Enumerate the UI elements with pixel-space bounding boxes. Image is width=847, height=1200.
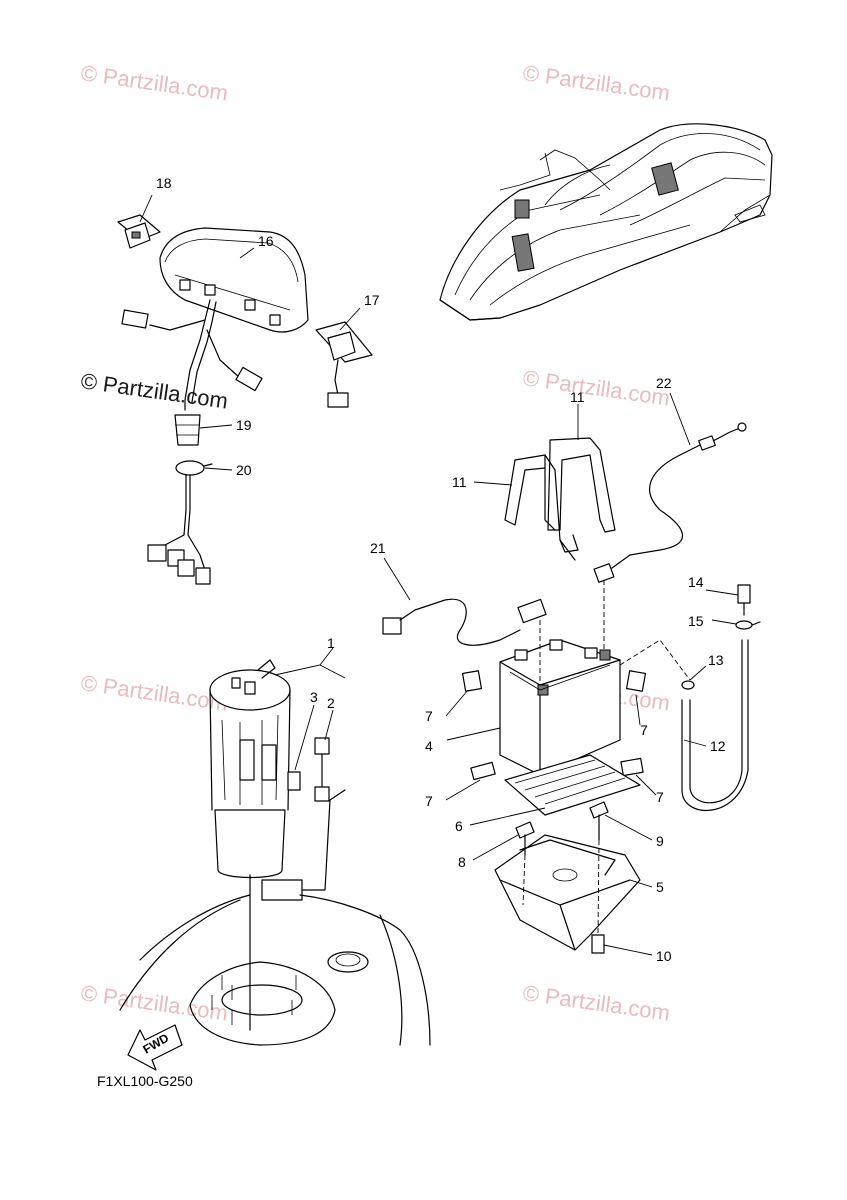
fuel-tank bbox=[119, 894, 431, 1046]
switch-part-17 bbox=[315, 321, 373, 408]
callout-9: 9 bbox=[656, 833, 664, 849]
callout-6: 6 bbox=[455, 818, 463, 834]
callout-7c: 7 bbox=[425, 793, 433, 809]
callout-5: 5 bbox=[656, 879, 664, 895]
callout-10: 10 bbox=[656, 948, 672, 964]
callout-13: 13 bbox=[708, 652, 724, 668]
battery bbox=[499, 639, 621, 776]
diagram-code: F1XL100-G250 bbox=[97, 1073, 193, 1089]
meter-assembly bbox=[121, 227, 309, 411]
grommet-clamp-harness bbox=[147, 414, 213, 585]
callout-20: 20 bbox=[236, 462, 252, 478]
callout-17: 17 bbox=[364, 292, 380, 308]
watermark: © Partzilla.com bbox=[521, 60, 671, 105]
watermark: © Partzilla.com bbox=[79, 670, 229, 715]
watermark: © Partzilla.com bbox=[521, 365, 671, 410]
callout-11a: 11 bbox=[570, 389, 585, 405]
sensor-hose-group bbox=[681, 584, 761, 812]
fuel-pump-assembly bbox=[209, 659, 346, 1031]
callout-15: 15 bbox=[688, 613, 704, 629]
callout-1: 1 bbox=[327, 635, 335, 651]
battery-pads bbox=[461, 670, 647, 781]
watermark: © Partzilla.com bbox=[79, 980, 229, 1025]
watermark: © Partzilla.com bbox=[521, 980, 671, 1025]
battery-mat bbox=[504, 754, 641, 816]
callout-16: 16 bbox=[258, 233, 274, 249]
callout-14: 14 bbox=[688, 574, 704, 590]
callout-3: 3 bbox=[310, 689, 318, 705]
cable-22 bbox=[593, 422, 747, 583]
watermark-dark: © Partzilla.com bbox=[79, 368, 229, 413]
callout-22: 22 bbox=[656, 375, 672, 391]
callout-8: 8 bbox=[458, 854, 466, 870]
callout-numbers: 18 16 17 19 20 11 11 22 21 1 3 2 14 15 1… bbox=[156, 175, 726, 964]
callout-4: 4 bbox=[425, 738, 433, 754]
callout-18: 18 bbox=[156, 175, 172, 191]
bolts bbox=[515, 801, 609, 856]
battery-box bbox=[494, 834, 641, 954]
watercraft-illustration bbox=[439, 123, 773, 321]
callout-11b: 11 bbox=[452, 474, 467, 490]
callout-12: 12 bbox=[710, 738, 726, 754]
fwd-arrow: FWD bbox=[127, 1024, 183, 1071]
watermark: © Partzilla.com bbox=[79, 60, 229, 105]
callout-2: 2 bbox=[327, 695, 335, 711]
cable-21 bbox=[382, 598, 547, 646]
callout-19: 19 bbox=[236, 417, 252, 433]
dashed-guides bbox=[249, 580, 691, 1000]
callout-7a: 7 bbox=[425, 708, 433, 724]
switch-part-18 bbox=[117, 214, 161, 249]
callout-7b: 7 bbox=[640, 722, 648, 738]
callout-7d: 7 bbox=[656, 789, 664, 805]
battery-bands bbox=[504, 437, 616, 561]
leader-lines bbox=[139, 194, 739, 956]
callout-21: 21 bbox=[370, 540, 386, 556]
